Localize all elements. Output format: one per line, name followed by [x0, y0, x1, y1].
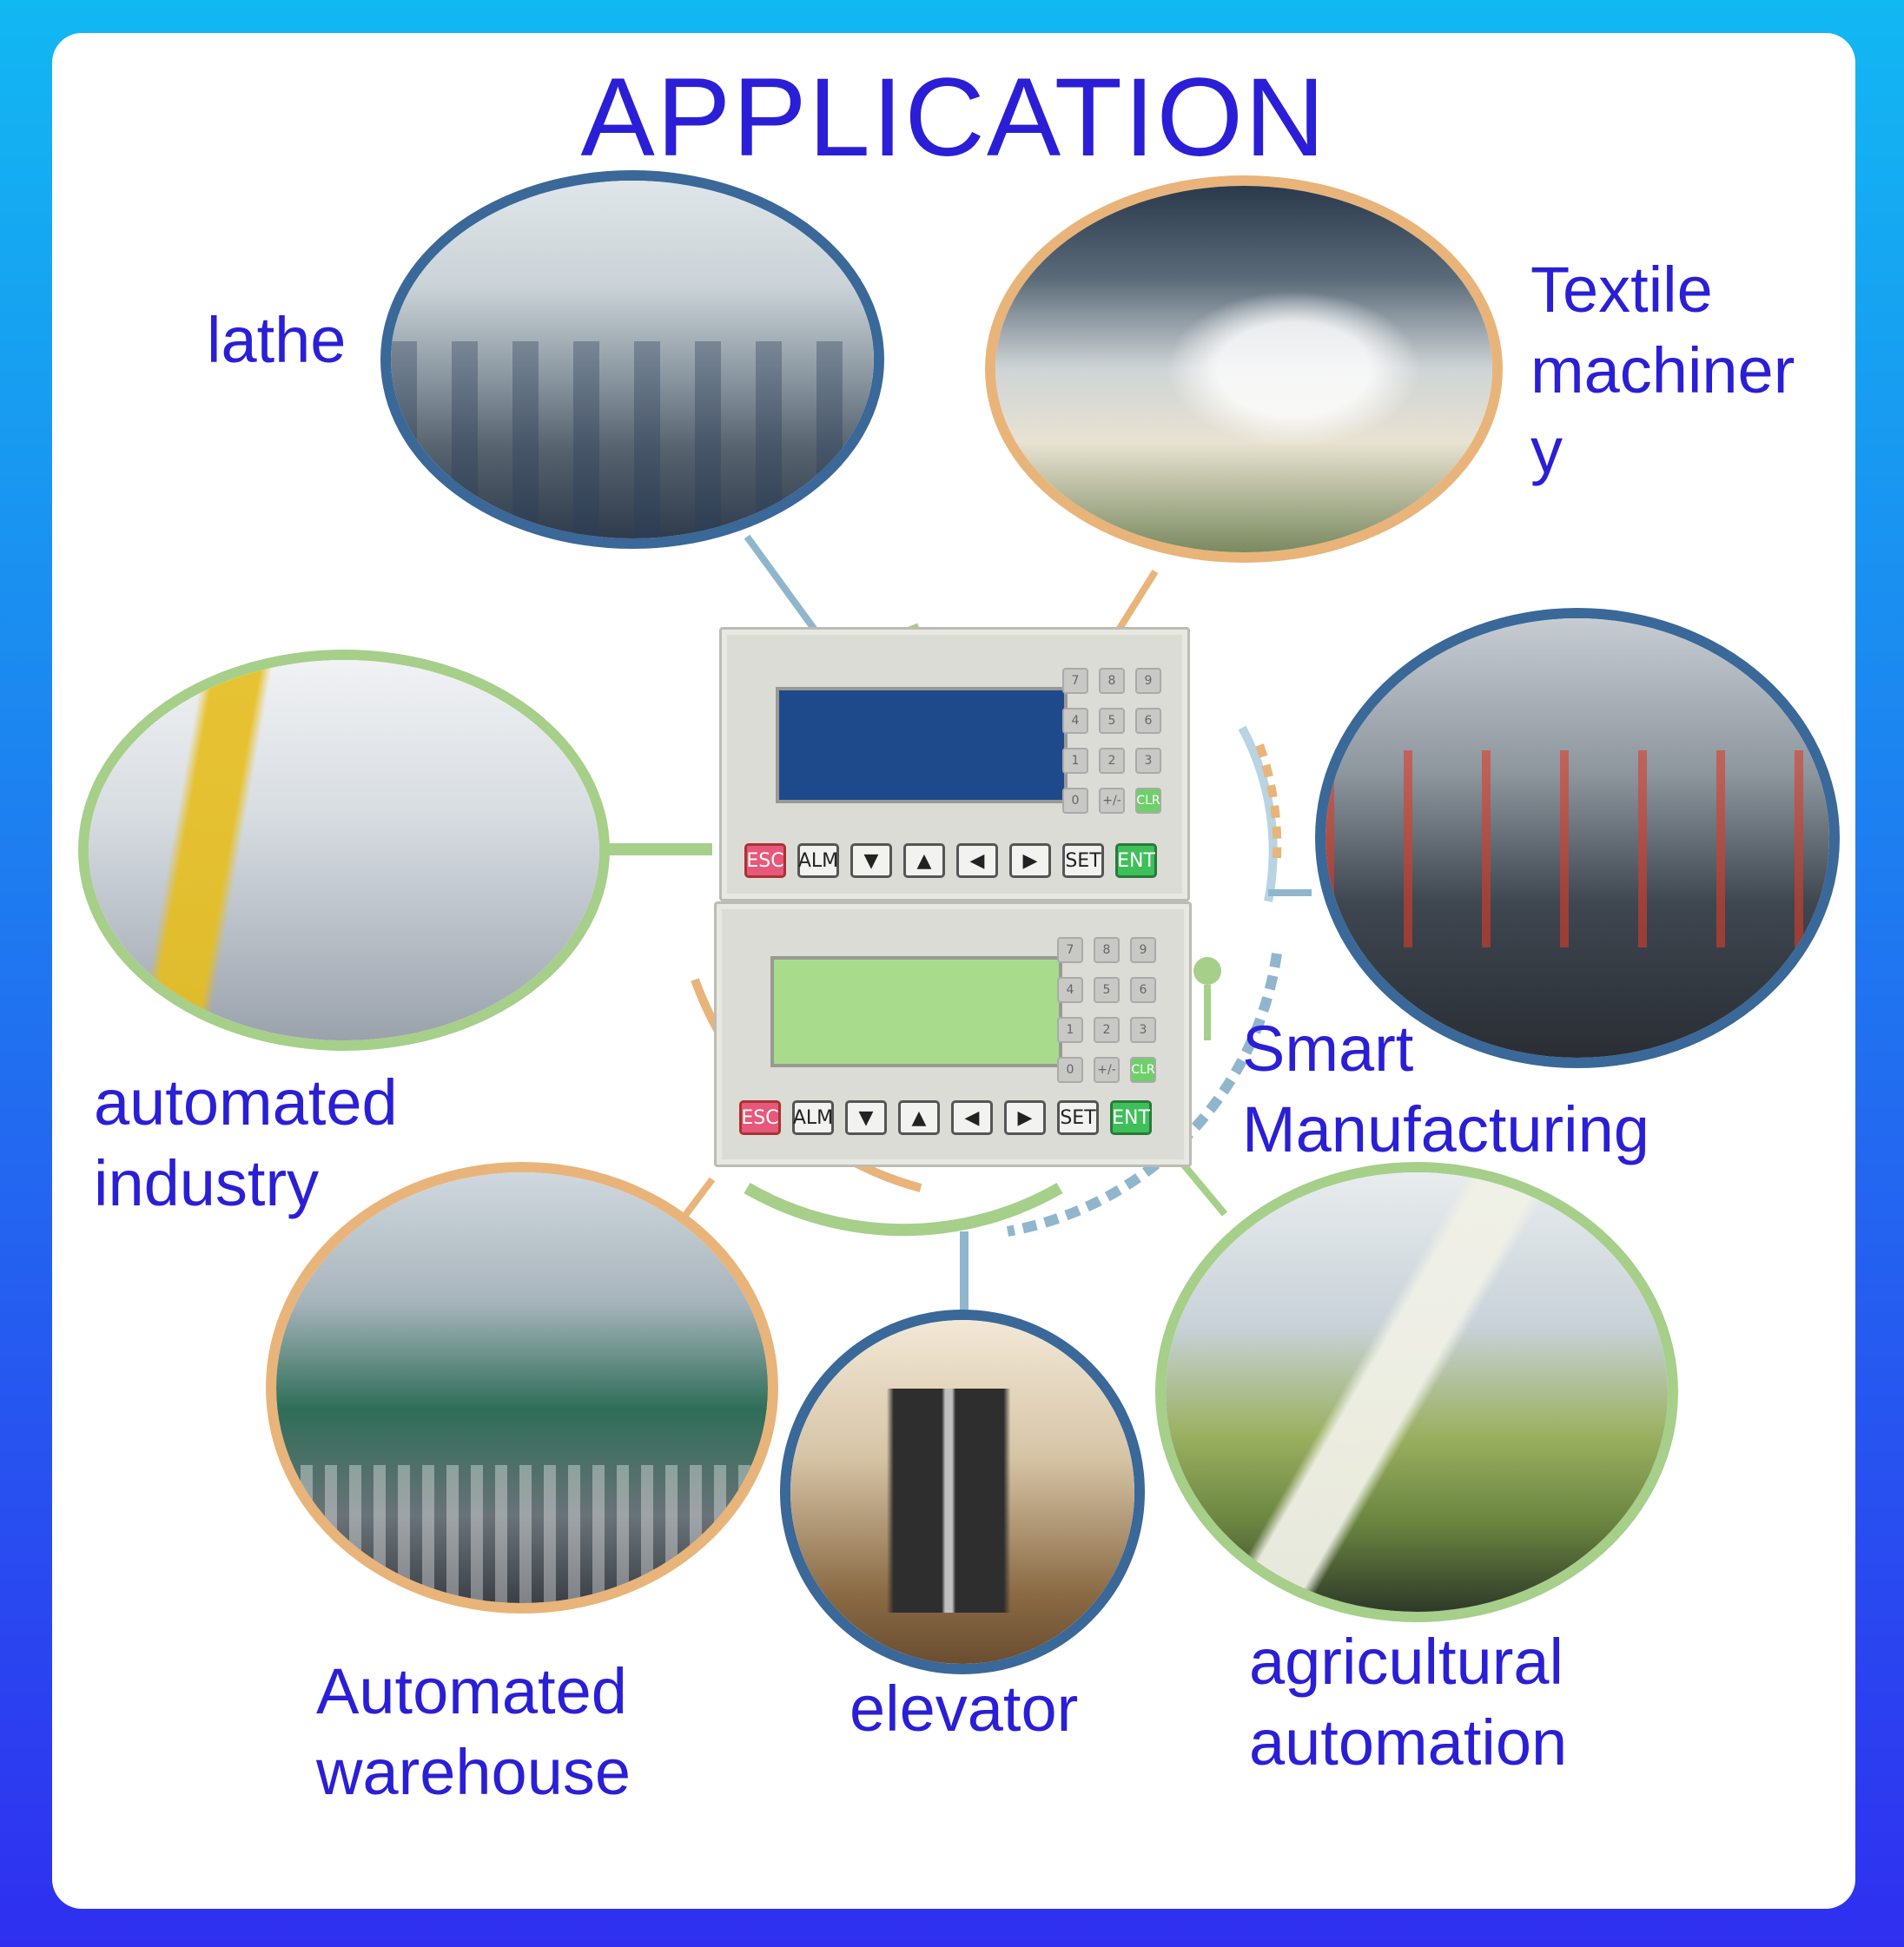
panel-key[interactable]: ◀	[951, 1100, 993, 1135]
panel-key[interactable]: SET	[1062, 843, 1104, 878]
numpad-key[interactable]: 2	[1099, 748, 1125, 774]
arc-green-bottom	[744, 1182, 1063, 1237]
label-lathe: lathe	[207, 304, 347, 376]
numpad-key[interactable]: 8	[1094, 937, 1120, 963]
numpad-key[interactable]: 6	[1135, 708, 1161, 734]
automated-industry-photo	[78, 650, 610, 1051]
label-elevator: elevator	[850, 1673, 1079, 1745]
numpad-key[interactable]: CLR	[1130, 1057, 1156, 1083]
panel-key[interactable]: ALM	[797, 843, 839, 878]
panel-key[interactable]: ◀	[956, 843, 998, 878]
numpad-key[interactable]: 4	[1062, 708, 1088, 734]
lcd-screen-green	[770, 956, 1062, 1067]
arc-orange-dashed	[1255, 743, 1282, 859]
lathe-photo	[380, 170, 884, 549]
numpad-key[interactable]: 1	[1062, 748, 1088, 774]
panel-key[interactable]: ▲	[903, 843, 945, 878]
panel-key[interactable]: ENT	[1110, 1100, 1152, 1135]
numpad-key[interactable]: 7	[1062, 668, 1088, 694]
numpad-key[interactable]: +/-	[1094, 1057, 1120, 1083]
panel-key[interactable]: ▶	[1004, 1100, 1046, 1135]
agricultural-automation-photo	[1155, 1162, 1678, 1622]
panel-key[interactable]: ▶	[1009, 843, 1051, 878]
page-title: APPLICATION	[580, 56, 1327, 180]
numpad-key[interactable]: 9	[1135, 668, 1161, 694]
dot-green	[1193, 957, 1221, 985]
lcd-screen-blue	[776, 687, 1068, 803]
numpad-key[interactable]: 5	[1094, 977, 1120, 1003]
numpad-key[interactable]: 3	[1135, 748, 1161, 774]
panel-key[interactable]: SET	[1057, 1100, 1099, 1135]
line-lathe	[744, 534, 869, 636]
numpad-key[interactable]: 6	[1130, 977, 1156, 1003]
panel-key[interactable]: ▲	[898, 1100, 940, 1135]
smart-manufacturing-photo	[1315, 608, 1840, 1068]
numpad-key[interactable]: 5	[1099, 708, 1125, 734]
numpad-key[interactable]: 4	[1057, 977, 1083, 1003]
content-card: APPLICATION lathe Textile machiner y aut…	[52, 33, 1855, 1909]
arc-blue-right	[1238, 725, 1278, 902]
numpad-key[interactable]: 0	[1062, 788, 1088, 814]
numpad-key[interactable]: 9	[1130, 937, 1156, 963]
label-automated-warehouse: Automated warehouse	[316, 1655, 631, 1808]
label-textile: Textile machiner y	[1530, 254, 1795, 486]
panel-key[interactable]: ALM	[792, 1100, 834, 1135]
numpad-key[interactable]: +/-	[1099, 788, 1125, 814]
label-agricultural-automation: agricultural automation	[1249, 1626, 1568, 1779]
numpad-key[interactable]: 0	[1057, 1057, 1083, 1083]
panel-key[interactable]: ESC	[739, 1100, 781, 1135]
panel-key[interactable]: ▼	[850, 843, 892, 878]
numpad-key[interactable]: CLR	[1135, 788, 1161, 814]
panel-key[interactable]: ▼	[845, 1100, 887, 1135]
panel-key[interactable]: ESC	[744, 843, 786, 878]
automated-warehouse-photo	[266, 1162, 778, 1614]
elevator-photo	[780, 1310, 1145, 1674]
textile-photo	[985, 175, 1503, 563]
panel-key[interactable]: ENT	[1115, 843, 1157, 878]
numpad-key[interactable]: 1	[1057, 1017, 1083, 1043]
numpad-key[interactable]: 3	[1130, 1017, 1156, 1043]
label-smart-manufacturing: Smart Manufacturing	[1242, 1013, 1649, 1165]
numpad-key[interactable]: 7	[1057, 937, 1083, 963]
numpad-key[interactable]: 2	[1094, 1017, 1120, 1043]
numpad-key[interactable]: 8	[1099, 668, 1125, 694]
